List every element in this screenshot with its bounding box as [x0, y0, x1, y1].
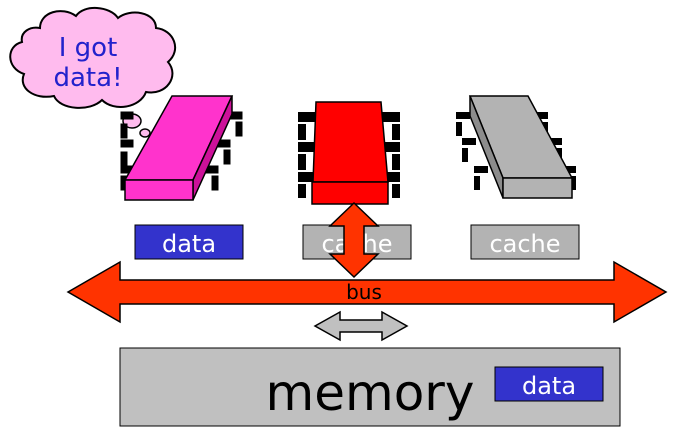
- processor-chip-left: [120, 95, 243, 201]
- cache-label-left: data: [162, 230, 216, 258]
- processor-chip-right: [456, 95, 576, 199]
- bubble-text-line2: data!: [54, 63, 123, 93]
- bus-memory-arrow: [313, 310, 409, 342]
- memory-data-box: [494, 366, 604, 402]
- chip-bus-arrow: [328, 201, 380, 279]
- processor-chip-middle: [298, 101, 400, 205]
- cache-box-left: data: [134, 224, 244, 260]
- cache-box-right: cache: [470, 224, 580, 260]
- bus-label: bus: [346, 280, 382, 304]
- bubble-tail-small: [139, 128, 151, 138]
- cache-label-right: cache: [489, 230, 560, 258]
- bubble-text-line1: I got: [59, 33, 118, 63]
- memory-label: memory: [266, 364, 475, 422]
- thought-bubble: I got data!: [9, 7, 177, 138]
- bus-arrow: [66, 260, 668, 324]
- memory-data-label: data: [522, 372, 576, 400]
- memory-block: memory data: [119, 347, 621, 427]
